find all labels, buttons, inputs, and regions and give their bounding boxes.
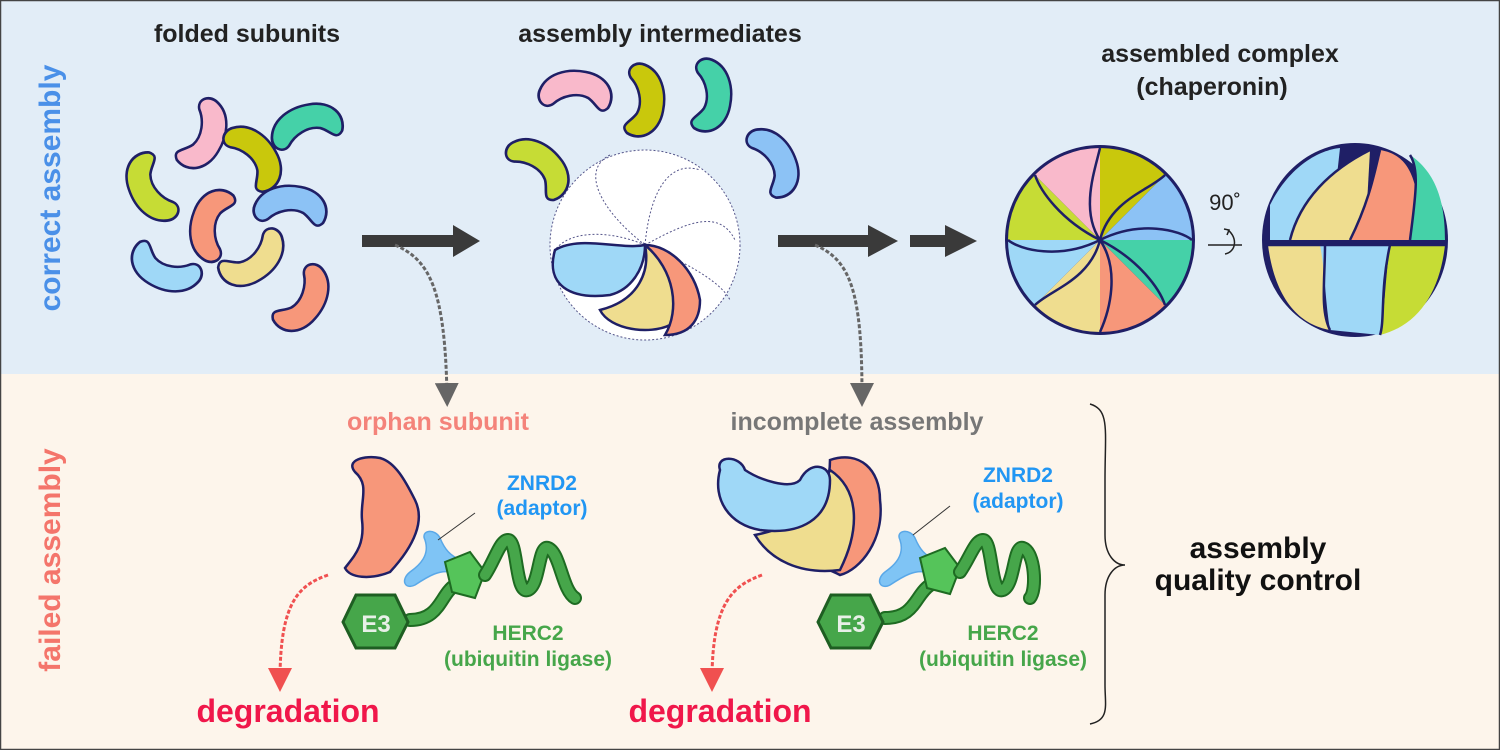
ligase-role-label-1: (ubiquitin ligase) — [444, 648, 612, 671]
assembled-complex-top-view — [1005, 145, 1195, 335]
degradation-arrow-2 — [700, 573, 763, 692]
e3-domain-1: E3 — [341, 593, 410, 650]
branch-arrow-orphan — [394, 243, 459, 407]
degradation-label-2: degradation — [628, 693, 811, 729]
progress-arrow-3 — [910, 225, 977, 257]
herc2-ligase-1 — [403, 532, 582, 627]
adaptor-pointer-1 — [437, 512, 476, 541]
intermediates-cluster — [497, 57, 812, 341]
correct-assembly-panel — [0, 0, 1500, 374]
adaptor-role-label-2: (adaptor) — [973, 490, 1064, 513]
herc2-label-1: HERC2 — [492, 622, 563, 645]
svg-text:E3: E3 — [361, 611, 390, 638]
rotation-icon — [1208, 228, 1242, 255]
progress-arrow-1 — [362, 225, 480, 257]
herc2-label-2: HERC2 — [967, 622, 1038, 645]
znrd2-label-1: ZNRD2 — [507, 472, 577, 495]
orphan-subunit-title: orphan subunit — [347, 408, 530, 436]
qc-label-line1: assembly — [1190, 532, 1327, 565]
assembled-complex-title: assembled complex — [1101, 40, 1339, 68]
degradation-arrow-1 — [268, 573, 329, 692]
orphan-subunit — [343, 455, 420, 579]
progress-arrow-2 — [778, 225, 898, 257]
curly-brace — [1089, 403, 1126, 725]
svg-text:E3: E3 — [836, 611, 865, 638]
adaptor-pointer-2 — [912, 505, 951, 536]
incomplete-assembly — [716, 456, 882, 577]
degradation-label-1: degradation — [196, 693, 379, 729]
correct-assembly-label: correct assembly — [34, 64, 67, 311]
znrd2-label-2: ZNRD2 — [983, 464, 1053, 487]
assembly-intermediates-title: assembly intermediates — [518, 20, 801, 48]
failed-assembly-panel — [0, 374, 1500, 750]
ligase-role-label-2: (ubiquitin ligase) — [919, 648, 1087, 671]
folded-subunits-title: folded subunits — [154, 20, 340, 48]
rotation-label: 90˚ — [1209, 190, 1241, 215]
qc-label-line2: quality control — [1155, 564, 1362, 597]
assembled-complex-side-view — [1262, 143, 1448, 337]
failed-assembly-label: failed assembly — [34, 448, 67, 672]
branch-arrow-incomplete — [814, 243, 874, 407]
adaptor-role-label-1: (adaptor) — [497, 497, 588, 520]
herc2-ligase-2 — [878, 532, 1042, 625]
incomplete-assembly-title: incomplete assembly — [731, 408, 984, 436]
chaperonin-subtitle: (chaperonin) — [1136, 73, 1287, 101]
e3-domain-2: E3 — [816, 593, 885, 650]
